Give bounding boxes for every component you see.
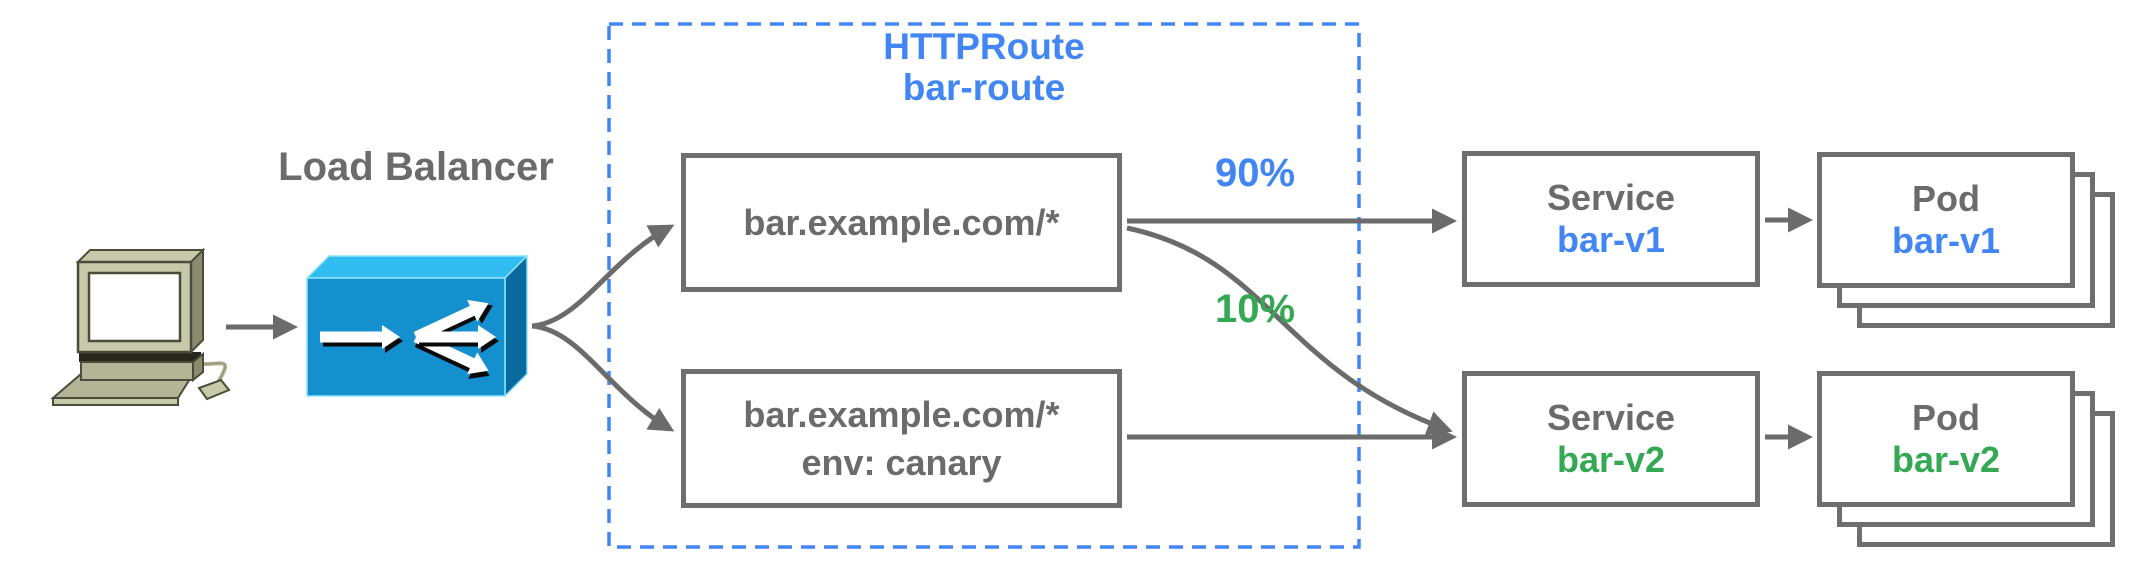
weight-10-label: 10% [1214, 287, 1296, 331]
pod-bar-v1-box: Pod bar-v1 [1817, 152, 2075, 288]
service-v2-name: bar-v2 [1556, 439, 1666, 480]
arrow-lb-to-rule-host [531, 224, 675, 329]
pod-v2-kind: Pod [1912, 397, 1980, 438]
service-v1-name: bar-v1 [1556, 219, 1666, 260]
load-balancer-label: Load Balancer [278, 145, 554, 189]
pod-v1-name: bar-v1 [1891, 220, 2001, 261]
pod-v2-name: bar-v2 [1891, 439, 2001, 480]
httproute-dashed-boundary [607, 22, 1361, 549]
service-v1-kind: Service [1546, 177, 1676, 218]
route-rule-host-match: bar.example.com/* [743, 201, 1060, 243]
arrow-lb-to-rule-canary [531, 323, 675, 432]
pod-bar-v1-stack: Pod bar-v1 [1817, 152, 2117, 332]
route-rule-canary-header: env: canary [801, 441, 1002, 483]
pod-bar-v2-stack: Pod bar-v2 [1817, 371, 2117, 551]
desktop-computer-icon [50, 247, 231, 406]
route-rule-host-box: bar.example.com/* [681, 153, 1122, 292]
pod-bar-v2-box: Pod bar-v2 [1817, 371, 2075, 507]
service-bar-v1-box: Service bar-v1 [1462, 151, 1760, 287]
service-bar-v2-box: Service bar-v2 [1462, 371, 1760, 507]
httproute-title: HTTPRoute bar-route [609, 26, 1359, 108]
pod-v1-kind: Pod [1912, 178, 1980, 219]
route-rule-canary-match: bar.example.com/* [743, 393, 1060, 435]
service-v2-kind: Service [1546, 397, 1676, 438]
httproute-title-name: bar-route [902, 67, 1066, 108]
route-rule-canary-box: bar.example.com/* env: canary [681, 369, 1122, 508]
weight-90-label: 90% [1214, 151, 1296, 195]
load-balancer-icon [305, 254, 529, 398]
arrow-rule-host-to-service-v2 [1126, 225, 1453, 436]
httproute-title-kind: HTTPRoute [883, 26, 1085, 67]
